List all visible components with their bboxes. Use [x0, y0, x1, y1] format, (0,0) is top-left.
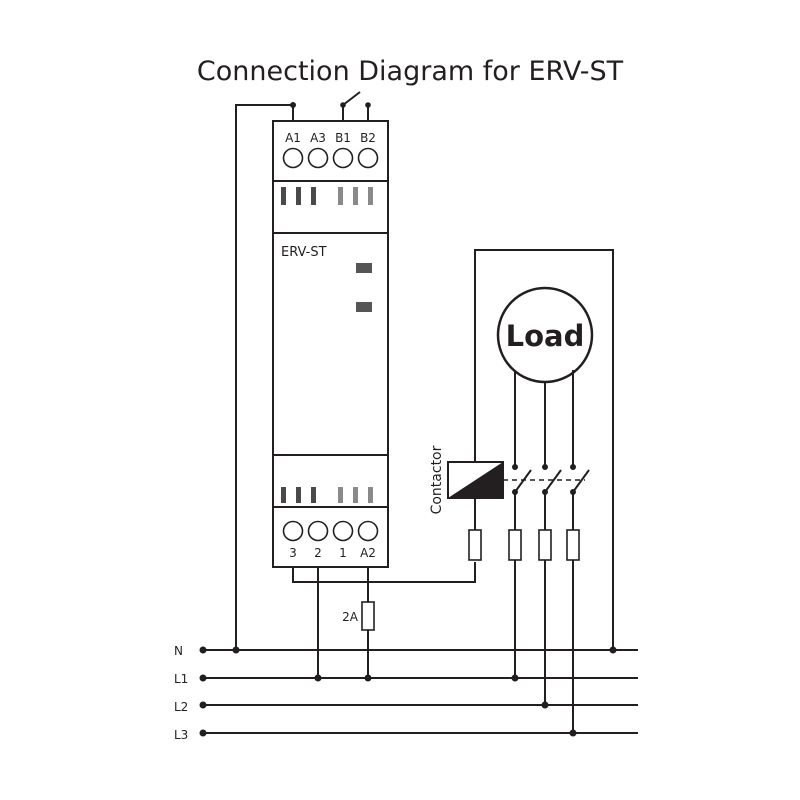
phase-fuse [538, 529, 552, 561]
phase-fuse [566, 529, 580, 561]
contact-dot [542, 464, 548, 470]
wire-junction [569, 729, 577, 737]
line-terminal-dot [199, 701, 207, 709]
terminal-label: A2 [360, 546, 376, 560]
phase-fuse [508, 529, 522, 561]
wire-junction [364, 674, 372, 682]
terminal-label: B1 [335, 131, 351, 145]
contact-blade [572, 469, 590, 493]
bottom-vent-slots [281, 487, 373, 503]
coil-neutral-wire [474, 249, 614, 650]
line-terminal-dot [199, 729, 207, 737]
load-label: Load [506, 319, 585, 353]
terminal-label: 1 [339, 546, 347, 560]
coil-fuse [468, 529, 482, 561]
status-led [356, 302, 372, 312]
contact-blade [544, 469, 562, 493]
terminal-screw [332, 147, 354, 169]
terminal-label: B2 [360, 131, 376, 145]
load: Load [496, 286, 594, 384]
status-led [356, 263, 372, 273]
diagram-title: Connection Diagram for ERV-ST [196, 56, 624, 87]
switch-contact [342, 91, 361, 106]
terminal-screw [332, 520, 354, 542]
top-vent-slots [281, 187, 373, 205]
wire-junction [290, 102, 296, 108]
switch-terminal-dot [365, 102, 371, 108]
wire-junction [232, 646, 240, 654]
contact-dot [512, 464, 518, 470]
wire-junction [541, 701, 549, 709]
fuse-2a [361, 601, 375, 631]
line-label-l3: L3 [174, 728, 188, 742]
wire-junction [511, 674, 519, 682]
line-label-l2: L2 [174, 700, 188, 714]
terminal-screw [307, 520, 329, 542]
terminal-screw [357, 147, 379, 169]
line-terminal-dot [199, 674, 207, 682]
contactor-label: Contactor [429, 445, 445, 514]
wire-junction [609, 646, 617, 654]
supply-lines: N L1 L2 L3 [174, 644, 638, 742]
terminal-label: A1 [285, 131, 301, 145]
bottom-wiring: 2A [292, 562, 476, 678]
wire-junction [314, 674, 322, 682]
terminal-3-to-coil-wire [292, 562, 476, 583]
switch-terminal-dot [340, 102, 346, 108]
top-wiring [235, 91, 371, 650]
terminal-label: 3 [289, 546, 297, 560]
terminal-screw [307, 147, 329, 169]
erv-st-device: A1 A3 B1 B2 ERV-ST [272, 120, 389, 568]
contact-dot [570, 464, 576, 470]
line-label-n: N [174, 644, 183, 658]
phase-contacts [508, 370, 590, 733]
contact-blade [514, 469, 532, 493]
contactor: Contactor [429, 249, 614, 650]
terminal-screw [357, 520, 379, 542]
terminal-screw [282, 520, 304, 542]
fuse-label: 2A [342, 610, 359, 624]
terminal-screw [282, 147, 304, 169]
terminal-label: 2 [314, 546, 322, 560]
terminal-label: A3 [310, 131, 326, 145]
device-name-label: ERV-ST [281, 245, 327, 260]
line-terminal-dot [199, 646, 207, 654]
contactor-coil-fill [448, 462, 503, 498]
line-label-l1: L1 [174, 672, 188, 686]
neutral-wire-to-a1 [235, 104, 294, 650]
